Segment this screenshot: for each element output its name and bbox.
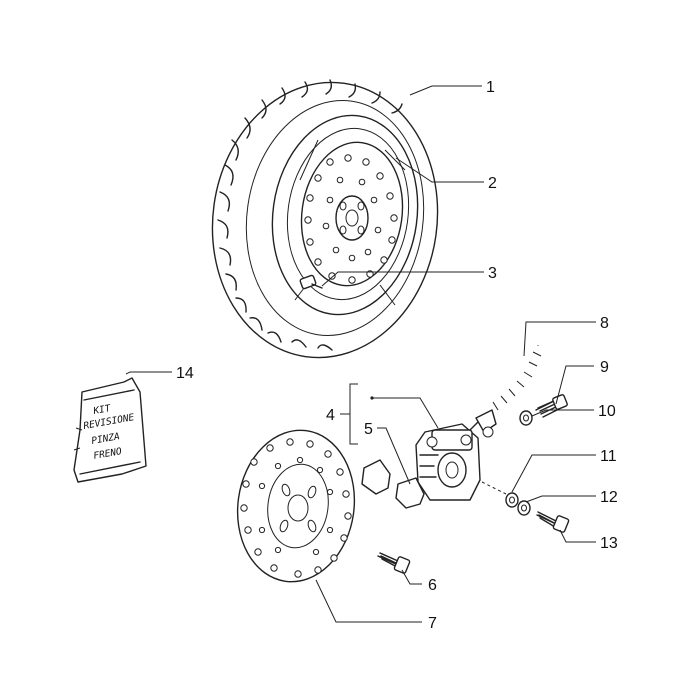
callout-11: 11 (600, 448, 617, 465)
bag-label-line-4: FRENO (93, 446, 123, 462)
callout-labels: 1 2 3 4 5 6 7 8 9 10 11 12 13 14 (176, 79, 618, 632)
repair-kit-bag (73, 377, 147, 483)
callout-3: 3 (488, 265, 497, 282)
bag-label-line-1: KIT (92, 403, 113, 417)
tire-valve (299, 274, 323, 290)
disc-bolt (377, 552, 411, 574)
tire-assembly (211, 79, 439, 359)
callout-10: 10 (598, 403, 616, 420)
callout-6: 6 (428, 577, 437, 594)
washer-12 (517, 500, 531, 516)
callout-12: 12 (600, 489, 618, 506)
bag-label-line-3: PINZA (91, 431, 121, 447)
washer-10 (519, 410, 533, 426)
brake-disc (236, 429, 356, 583)
brake-pads (361, 459, 425, 509)
brake-hose (475, 345, 542, 438)
leader-lines (125, 85, 596, 623)
callout-8: 8 (600, 315, 609, 332)
banjo-bolt (535, 394, 568, 418)
brake-disc-holes (240, 438, 352, 578)
callout-5: 5 (364, 421, 373, 438)
callout-1: 1 (486, 79, 495, 96)
callout-9: 9 (600, 359, 609, 376)
brake-caliper (415, 419, 489, 501)
callout-4: 4 (326, 407, 335, 424)
callout-7: 7 (428, 615, 437, 632)
caliper-screw (536, 511, 570, 533)
washer-11 (505, 492, 519, 508)
callout-2: 2 (488, 175, 497, 192)
callout-13: 13 (600, 535, 618, 552)
tire-tread (217, 79, 403, 351)
callout-14: 14 (176, 365, 194, 382)
